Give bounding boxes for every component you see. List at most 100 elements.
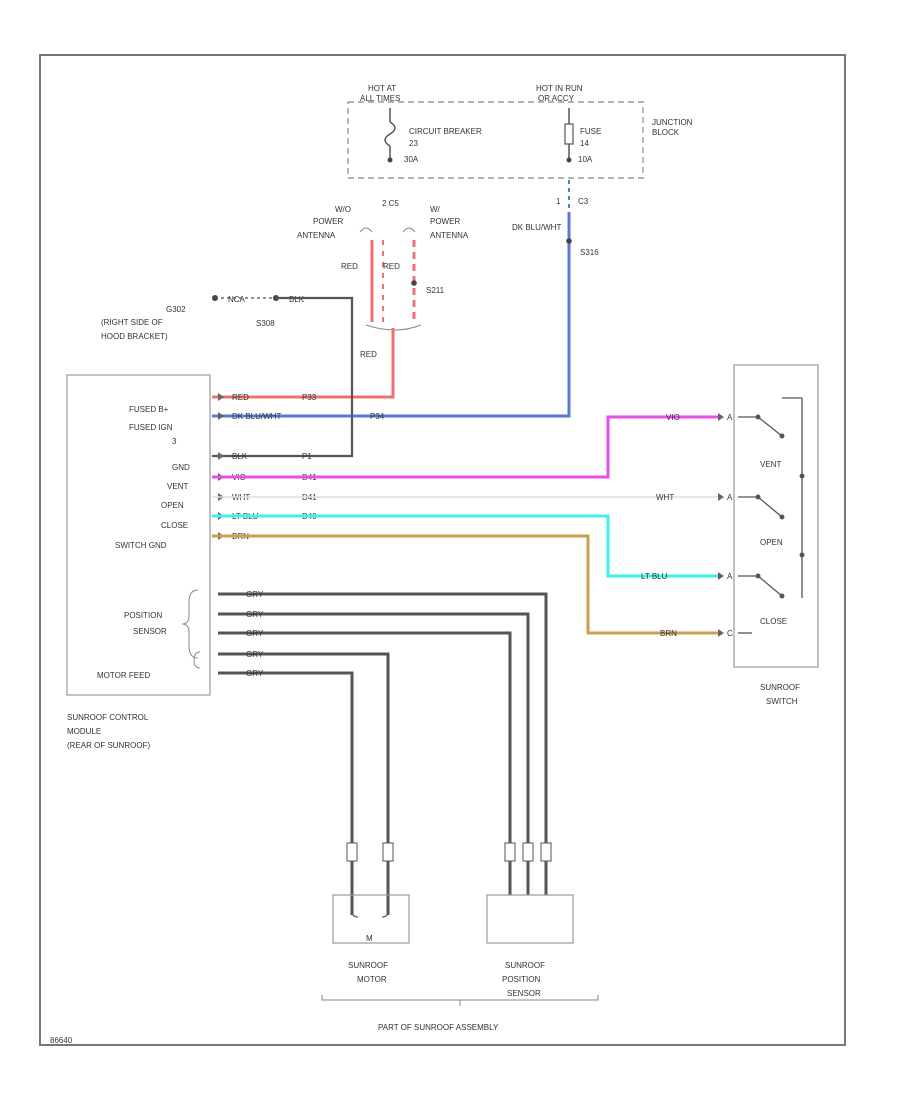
connector-c5-left: [359, 227, 373, 233]
antenna-left-3: ANTENNA: [297, 231, 336, 240]
wire-label-red-3: RED: [360, 350, 377, 359]
wire-label-red-module: RED: [232, 393, 249, 402]
module-pin-fused-b: FUSED B+: [129, 405, 169, 414]
switch-name-2: SWITCH: [766, 697, 798, 706]
antenna-right-2: POWER: [430, 217, 460, 226]
circuit-breaker-terminal: [387, 157, 393, 163]
brn-wire: [212, 534, 718, 635]
gry-wire-3: [218, 631, 512, 895]
sensor-name-3: SENSOR: [507, 989, 541, 998]
module-pin-gnd: GND: [172, 463, 190, 472]
gry-wire-1: [218, 592, 548, 895]
gry-wire-5: [218, 671, 354, 915]
sunroof-motor-box: [332, 894, 410, 944]
wire-label-gry-1: GRY: [246, 590, 264, 599]
splice-s316-label: S316: [580, 248, 599, 257]
connector-c5-right: [402, 227, 416, 233]
hot-run-label-1: HOT IN RUN: [536, 84, 583, 93]
module-name-3: (REAR OF SUNROOF): [67, 741, 150, 750]
red-wire-to-module: [212, 328, 395, 399]
control-module-box: [66, 374, 211, 696]
switch-terminals: [718, 413, 724, 637]
switch-terminal-vent: [718, 413, 724, 421]
wire-label-dk-blu-wht-top: DK BLU/WHT: [512, 223, 561, 232]
gry-wire-4: [218, 652, 390, 915]
sensor-name-1: SUNROOF: [505, 961, 545, 970]
c3-pin-label: 1: [556, 197, 561, 206]
module-position-sensor-2: SENSOR: [133, 627, 167, 636]
antenna-left-1: W/O: [335, 205, 351, 214]
junction-block-label-1: JUNCTION: [652, 118, 693, 127]
switch-contacts: [738, 397, 805, 634]
circuit-breaker-label-3: 30A: [404, 155, 419, 164]
module-pin-3: 3: [172, 437, 177, 446]
wire-label-brn-switch: BRN: [660, 629, 677, 638]
wire-label-red-1: RED: [341, 262, 358, 271]
motor-sensor-connectors: [346, 842, 552, 862]
module-position-sensor-1: POSITION: [124, 611, 162, 620]
switch-terminal-open: [718, 493, 724, 501]
ltblu-wire: [212, 514, 718, 578]
red-wire-merge-brace: [365, 324, 422, 331]
motor-symbol: M: [366, 934, 373, 943]
module-name-2: MODULE: [67, 727, 101, 736]
switch-pin-a3: A: [727, 572, 733, 581]
ground-g302-label: G302: [166, 305, 186, 314]
module-pin-fused-ign: FUSED IGN: [129, 423, 173, 432]
wire-label-gry-5: GRY: [246, 669, 264, 678]
fuse-label-1: FUSE: [580, 127, 601, 136]
module-pin-switch-gnd: SWITCH GND: [115, 541, 167, 550]
sensor-name-2: POSITION: [502, 975, 540, 984]
switch-pin-a1: A: [727, 413, 733, 422]
wire-label-wht-switch: WHT: [656, 493, 674, 502]
switch-name-1: SUNROOF: [760, 683, 800, 692]
fuse-label-3: 10A: [578, 155, 593, 164]
wire-label-gry-4: GRY: [246, 650, 264, 659]
fuse-label-2: 14: [580, 139, 589, 148]
blk-ground-label: BLK: [289, 295, 305, 304]
circuit-breaker-label-2: 23: [409, 139, 418, 148]
wire-label-red-2: RED: [383, 262, 400, 271]
antenna-right-1: W/: [430, 205, 441, 214]
switch-pin-c: C: [727, 629, 733, 638]
wire-label-vio-switch: VIO: [666, 413, 680, 422]
hot-at-label-2: ALL TIMES: [360, 94, 400, 103]
figure-id: 86640: [50, 1036, 73, 1045]
ground-wire: [212, 296, 354, 458]
position-sensor-brace: [181, 589, 199, 659]
circuit-p34: P34: [370, 412, 385, 421]
wire-label-gry-3: GRY: [246, 629, 264, 638]
switch-terminal-gnd: [718, 629, 724, 637]
module-motor-feed: MOTOR FEED: [97, 671, 150, 680]
junction-block-outline: [347, 101, 644, 179]
module-name-1: SUNROOF CONTROL: [67, 713, 149, 722]
circuit-breaker-label-1: CIRCUIT BREAKER: [409, 127, 482, 136]
terminal-gnd: [218, 452, 224, 460]
antenna-right-3: ANTENNA: [430, 231, 469, 240]
gray-wires: [218, 592, 548, 915]
antenna-left-2: POWER: [313, 217, 343, 226]
fuse-terminal: [566, 157, 572, 163]
circuit-p1: P1: [302, 452, 312, 461]
sunroof-position-sensor-box: [486, 894, 574, 944]
nca-label: NCA: [228, 295, 246, 304]
module-pin-close: CLOSE: [161, 521, 188, 530]
switch-pin-a2: A: [727, 493, 733, 502]
switch-label-open: OPEN: [760, 538, 783, 547]
gry-wire-2: [218, 612, 530, 895]
fuse-symbol: [564, 123, 574, 145]
switch-label-vent: VENT: [760, 460, 781, 469]
motor-name-1: SUNROOF: [348, 961, 388, 970]
module-pin-open: OPEN: [161, 501, 184, 510]
splice-s308-label: S308: [256, 319, 275, 328]
hot-at-label-1: HOT AT: [368, 84, 396, 93]
circuit-p33: P33: [302, 393, 317, 402]
motor-feed-brace: [193, 651, 201, 669]
hot-run-label-2: OR ACCY: [538, 94, 575, 103]
diagram-frame: [39, 54, 846, 1046]
terminal-fused-ign: [218, 412, 224, 420]
switch-label-close: CLOSE: [760, 617, 787, 626]
assembly-label: PART OF SUNROOF ASSEMBLY: [378, 1023, 499, 1032]
splice-s211-label: S211: [426, 286, 445, 295]
